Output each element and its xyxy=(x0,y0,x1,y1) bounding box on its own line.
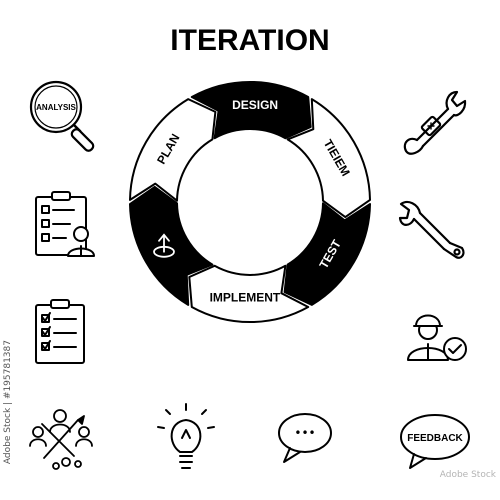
cycle-segment-5 xyxy=(188,264,310,324)
analysis-label: ANALYSIS xyxy=(36,103,76,112)
checklist-clipboard-icon xyxy=(35,299,85,364)
cycle-segment-6 xyxy=(129,185,214,306)
wrench-icon xyxy=(398,200,465,259)
stock-watermark: Adobe Stock xyxy=(439,470,496,480)
stock-side-credit: Adobe Stock | #195781387 xyxy=(3,340,13,465)
page-title: ITERATION xyxy=(170,24,329,57)
cycle-segment-2 xyxy=(190,80,312,140)
lightbulb-icon xyxy=(157,403,215,469)
cycle-label-design: DESIGN xyxy=(232,98,278,112)
cycle-segment-3 xyxy=(286,98,371,219)
cycle-segment-4 xyxy=(283,202,371,306)
chat-dots: ••• xyxy=(294,426,315,440)
analysis-magnifier-icon: ANALYSIS xyxy=(29,80,95,152)
wrench-gear-icon xyxy=(403,90,467,155)
clipboard-person-icon xyxy=(35,191,95,257)
deploy-icon xyxy=(153,233,175,258)
team-tools-icon xyxy=(29,409,93,470)
engineer-approval-icon xyxy=(407,314,467,361)
cycle-label-implement: IMPLEMENT xyxy=(210,291,281,305)
cycle-segment-1 xyxy=(129,98,217,202)
feedback-bubble-icon: FEEDBACK xyxy=(400,414,470,469)
chat-bubble-icon: ••• xyxy=(278,413,332,463)
feedback-label: FEEDBACK xyxy=(407,433,463,444)
